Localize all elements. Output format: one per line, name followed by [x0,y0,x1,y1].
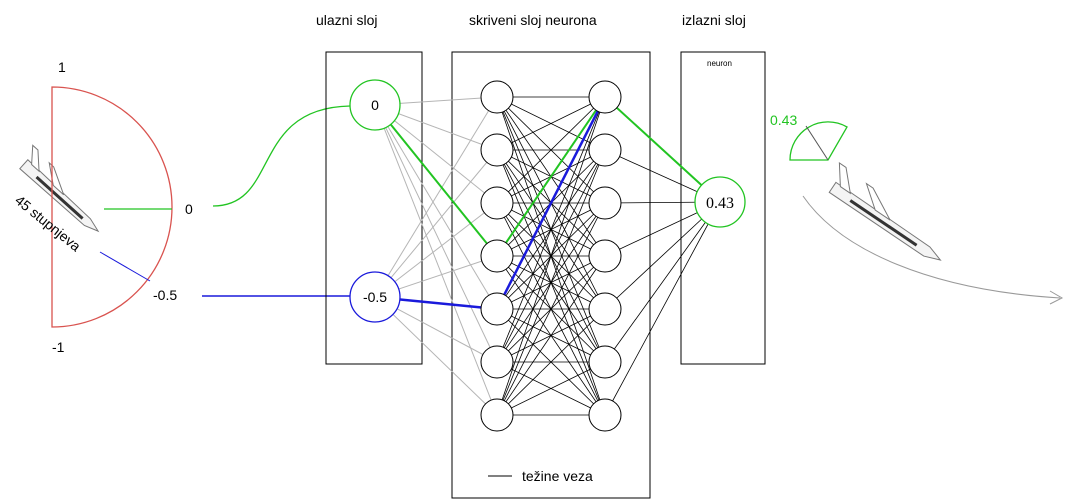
input-layer-header: ulazni sloj [316,12,377,28]
connection-hidden-1-6-hidden-2-1 [496,96,606,363]
output-airplane-icon [828,161,942,261]
hidden-neuron-1-1 [480,80,514,114]
connection-input-2-hidden-1-3 [374,202,498,298]
hidden-neuron-1-3 [480,186,514,220]
output-gauge: 0.43 [770,112,1064,305]
trajectory-arc [802,195,1061,299]
highlight-path-hidden-1-5-hidden-2-1 [495,96,607,310]
input-neuron-1 [349,79,401,131]
input-layer-box [325,51,423,365]
output-layer-box [680,51,766,365]
connection-input-2-hidden-1-2 [374,149,498,298]
connection-input-1-hidden-1-5 [374,104,498,310]
hidden-neuron-1-7 [480,398,514,432]
trajectory-arrow-icon [1049,290,1064,305]
output-neuron-value: 0.43 [706,195,734,212]
connection-hidden-2-6-output [604,201,721,363]
hidden-layer-header: skriveni sloj neurona [469,12,597,28]
gauge-value-zero: 0 [185,201,193,217]
hidden-neuron-2-2 [588,133,622,167]
highlight-path-hidden-1-4-hidden-2-1 [496,96,606,257]
hidden-neuron-2-4 [588,239,622,273]
input-neuron-2-value: -0.5 [363,289,387,305]
hidden-layer-box [451,51,651,499]
hidden-neuron-1-5 [480,292,514,326]
output-layer-header: izlazni sloj [682,12,746,28]
hidden-neuron-2-3 [588,186,622,220]
connection-hidden-1-2-hidden-2-1 [496,96,606,151]
highlight-path-input-1-hidden-1-4 [374,104,498,257]
input-neuron-2 [349,271,401,323]
connection-hidden-1-7-hidden-2-3 [496,202,606,416]
connection-hidden-2-5-output [604,201,721,310]
hidden-neuron-2-6 [588,345,622,379]
hidden-neuron-1-4 [480,239,514,273]
gauge-arc [51,86,173,328]
airplane-icon [19,144,100,233]
weight-connections [374,96,721,416]
output-box-caption: neuron [707,59,732,68]
connection-hidden-1-3-hidden-2-1 [496,96,606,204]
connection-input-1-hidden-1-7 [374,104,498,416]
connection-hidden-1-7-hidden-2-2 [496,149,606,416]
connection-input-1-hidden-1-6 [374,104,498,363]
output-gauge-needle [805,125,829,161]
output-gauge-value: 0.43 [770,112,797,128]
hidden-neuron-2-5 [588,292,622,326]
connection-input-2-hidden-1-7 [374,296,498,416]
gauge-angle-label: 45 stupnjeva [12,192,84,255]
input-gauge: 1 -1 45 stupnjeva 0 -0.5 [12,59,351,355]
connection-input-1-hidden-1-3 [374,104,498,204]
hidden-neurons [480,80,622,432]
hidden-neuron-2-7 [588,398,622,432]
connection-input-2-hidden-1-1 [374,96,498,298]
output-neuron [694,176,746,228]
legend-label: težine veza [522,468,593,484]
gauge-top-label: 1 [58,59,66,75]
gauge-bottom-label: -1 [52,339,65,355]
connection-hidden-2-7-output [604,201,721,416]
input-neuron-1-value: 0 [371,97,379,113]
hidden-neuron-1-6 [480,345,514,379]
highlight-path-hidden-2-1-output [604,96,721,203]
weights-legend: težine veza [488,468,593,484]
hidden-neuron-1-2 [480,133,514,167]
input-feed-green [212,105,351,207]
output-gauge-sector [789,121,848,161]
connection-hidden-1-7-hidden-2-6 [496,361,606,416]
hidden-neuron-2-1 [588,80,622,114]
connection-hidden-1-7-hidden-2-4 [496,255,606,416]
connection-hidden-1-7-hidden-2-1 [496,96,606,416]
gauge-value-negative: -0.5 [153,287,177,303]
connection-hidden-1-7-hidden-2-5 [496,308,606,416]
gauge-angle-line [99,251,151,282]
